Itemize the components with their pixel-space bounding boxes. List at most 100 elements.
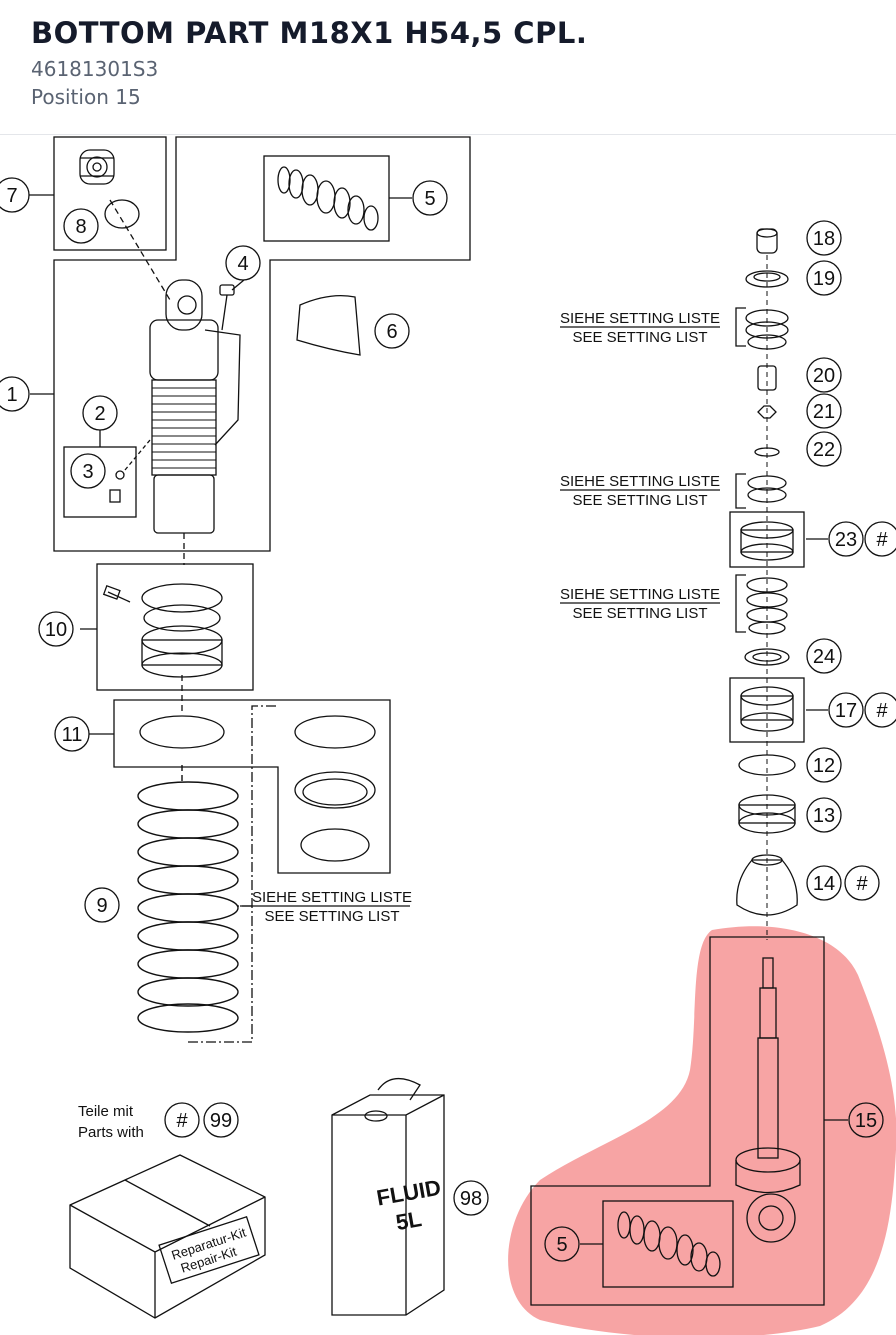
part-6-shield [296,294,361,356]
frame-7-8 [53,136,167,251]
frame-5-top [263,155,390,242]
callout-19: 19 [806,260,842,296]
spring-coils [152,387,216,469]
callout-12: 12 [806,747,842,783]
svg-text:13: 13 [813,805,835,827]
svg-text:23: 23 [835,529,857,551]
setting-note-1-en: SEE SETTING LIST [572,329,707,346]
svg-text:8: 8 [75,216,86,238]
svg-text:24: 24 [813,646,835,668]
svg-text:5: 5 [556,1234,567,1256]
svg-text:7: 7 [6,185,17,207]
part-1-shock-body [109,199,241,565]
part-9-spring [137,765,239,1033]
legend-de: Teile mit [78,1103,134,1120]
fluid-label-2: 5L [394,1206,424,1235]
callout-24: 24 [806,638,842,674]
svg-text:2: 2 [94,403,105,425]
svg-text:6: 6 [386,321,397,343]
svg-text:22: 22 [813,439,835,461]
part-3-screw [109,439,151,503]
svg-text:11: 11 [62,724,83,746]
frame-11 [113,699,391,874]
position-label: Position 15 [31,85,141,109]
setting-note-2-en: SEE SETTING LIST [572,492,707,509]
svg-text:#: # [856,873,868,895]
setting-notes: SIEHE SETTING LISTE SEE SETTING LIST SIE… [78,310,720,1276]
callout-23: 23 [828,521,864,557]
svg-text:#: # [876,700,888,722]
svg-text:10: 10 [45,619,67,641]
svg-text:18: 18 [813,228,835,250]
callouts: 1 2 3 4 5 6 7 8 9 10 11 12 13 14 # 15 17… [0,177,896,1262]
callout-2: 2 [82,395,118,431]
svg-text:3: 3 [82,461,93,483]
part-10-adjuster [102,583,223,715]
setting-note-4-en: SEE SETTING LIST [264,908,399,925]
part-11-ring [139,715,225,749]
leader-lines [29,194,848,1245]
callout-10: 10 [38,611,74,647]
callout-98: 98 [453,1180,489,1216]
svg-text:99: 99 [210,1110,232,1132]
setting-note-4-de: SIEHE SETTING LISTE [252,889,412,906]
callout-7: 7 [0,177,30,213]
callout-8: 8 [63,208,99,244]
callout-99-hash: # [164,1102,200,1138]
svg-text:15: 15 [855,1110,877,1132]
callout-5-bottom: 5 [544,1226,580,1262]
part-number: 46181301S3 [31,57,159,81]
callout-5-top: 5 [412,180,448,216]
callout-17: 17 [828,692,864,728]
callout-11: 11 [54,716,90,752]
part-title: BOTTOM PART M18X1 H54,5 CPL. [31,16,588,50]
callout-15: 15 [848,1102,884,1138]
setting-note-3-de: SIEHE SETTING LISTE [560,586,720,603]
callout-22: 22 [806,431,842,467]
part-4-valve [219,284,235,331]
callout-14: 14 [806,865,842,901]
setting-note-2-de: SIEHE SETTING LISTE [560,473,720,490]
svg-text:#: # [176,1110,188,1132]
callout-23-hash: # [864,521,896,557]
part-98-fluid-can [331,1078,445,1316]
svg-text:19: 19 [813,268,835,290]
svg-text:5: 5 [424,188,435,210]
svg-text:12: 12 [813,755,835,777]
legend-en: Parts with [78,1124,144,1141]
part-11-alt-rings [294,715,376,862]
svg-text:1: 1 [6,384,17,406]
setting-note-3-en: SEE SETTING LIST [572,605,707,622]
callout-17-hash: # [864,692,896,728]
svg-text:20: 20 [813,365,835,387]
frame-15 [530,936,825,1306]
callout-21: 21 [806,393,842,429]
part-7-cap [79,149,115,185]
right-stack [736,228,798,940]
svg-text:21: 21 [813,401,835,423]
frame-17 [729,677,805,743]
callout-4: 4 [225,245,261,281]
position-15-highlight [508,926,896,1335]
part-5-seals-bottom [617,1211,721,1277]
part-99-repair-kit [69,1154,266,1319]
callout-14-hash: # [844,865,880,901]
outer-frame-1 [53,136,471,552]
setting-note-1-de: SIEHE SETTING LISTE [560,310,720,327]
callout-20: 20 [806,357,842,393]
svg-text:17: 17 [835,700,857,722]
callout-99: 99 [203,1102,239,1138]
callout-3: 3 [70,453,106,489]
callout-18: 18 [806,220,842,256]
svg-text:14: 14 [813,873,835,895]
fluid-label-1: FLUID [375,1175,443,1211]
exploded-parts-diagram: 1 2 3 4 5 6 7 8 9 10 11 12 13 14 # 15 17… [0,136,896,1335]
part-5-seals-top [277,166,379,231]
frame-10 [96,563,254,691]
setting-brackets [240,307,746,907]
svg-text:9: 9 [96,895,107,917]
part-15-damper-rod [735,957,801,1243]
part-8-oring [104,199,140,229]
svg-text:#: # [876,529,888,551]
svg-text:98: 98 [460,1188,482,1210]
